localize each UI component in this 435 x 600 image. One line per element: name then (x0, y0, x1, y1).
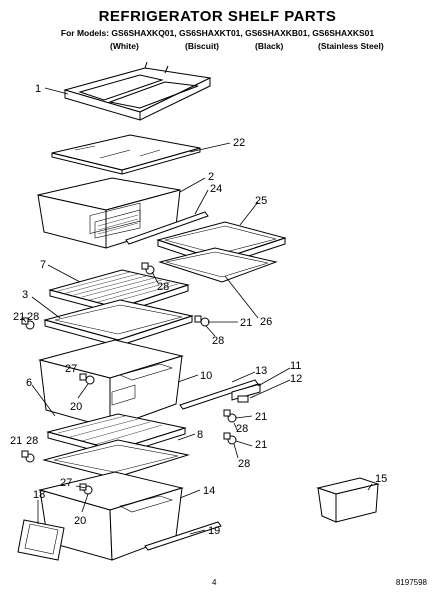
callout-8: 8 (197, 429, 203, 441)
callout-27b: 27 (60, 477, 72, 489)
finish-stainless: (Stainless Steel) (318, 41, 384, 51)
callout-12: 12 (290, 373, 302, 385)
part-24-rail (125, 211, 209, 245)
part-26-shelf-frame (158, 247, 278, 283)
callout-21e: 21 (10, 435, 22, 447)
finish-white: (White) (110, 41, 139, 51)
callout-21a: 21 (13, 311, 25, 323)
callout-21c: 21 (255, 411, 267, 423)
page-title: REFRIGERATOR SHELF PARTS (98, 8, 337, 25)
callout-7: 7 (40, 259, 46, 271)
callout-11: 11 (290, 360, 301, 372)
part-1-top-cover (63, 61, 212, 121)
part-19-lower-rail (144, 521, 222, 551)
callout-25: 25 (255, 195, 267, 207)
callout-10: 10 (200, 370, 212, 382)
models-line: For Models: GS6SHAXKQ01, GS6SHAXKT01, GS… (60, 28, 375, 38)
callout-28f: 28 (26, 435, 38, 447)
callout-21d: 21 (255, 439, 267, 451)
callout-28e: 28 (238, 458, 250, 470)
callout-21b: 21 (240, 317, 252, 329)
callout-28d: 28 (236, 423, 248, 435)
part-2-upper-drawer (37, 177, 181, 249)
callout-13: 13 (255, 365, 267, 377)
callout-15: 15 (375, 473, 387, 485)
part-10-middle-drawer (38, 339, 184, 429)
finish-black: (Black) (255, 41, 284, 51)
page-number: 4 (212, 578, 217, 587)
callout-24: 24 (210, 183, 222, 195)
leader-lines (21, 87, 373, 535)
callout-27a: 27 (65, 363, 77, 375)
document-number: 8197598 (395, 578, 427, 587)
callout-labels: 1 22 2 24 25 7 28 3 21 28 21 28 26 27 10… (10, 83, 387, 537)
callout-18: 18 (33, 489, 45, 501)
callout-1: 1 (35, 83, 41, 95)
part-8-lower-frame (42, 439, 190, 479)
part-22-glass-shelf (51, 134, 201, 175)
callout-19: 19 (208, 525, 220, 537)
part-11-12-slide-brackets (231, 383, 261, 403)
callout-14: 14 (203, 485, 215, 497)
part-18-label (17, 519, 65, 561)
callout-28a: 28 (157, 281, 169, 293)
callout-26: 26 (260, 316, 272, 328)
callout-28b: 28 (27, 311, 39, 323)
callout-20a: 20 (70, 401, 82, 413)
callout-3: 3 (22, 289, 28, 301)
callout-2: 2 (208, 171, 214, 183)
callout-20b: 20 (74, 515, 86, 527)
part-15-door-bin (316, 477, 380, 523)
part-13-rail (179, 379, 259, 410)
callout-22: 22 (233, 137, 245, 149)
callout-28c: 28 (212, 335, 224, 347)
part-3-cover-frame (43, 299, 194, 347)
finish-biscuit: (Biscuit) (185, 41, 219, 51)
callout-6: 6 (26, 377, 32, 389)
